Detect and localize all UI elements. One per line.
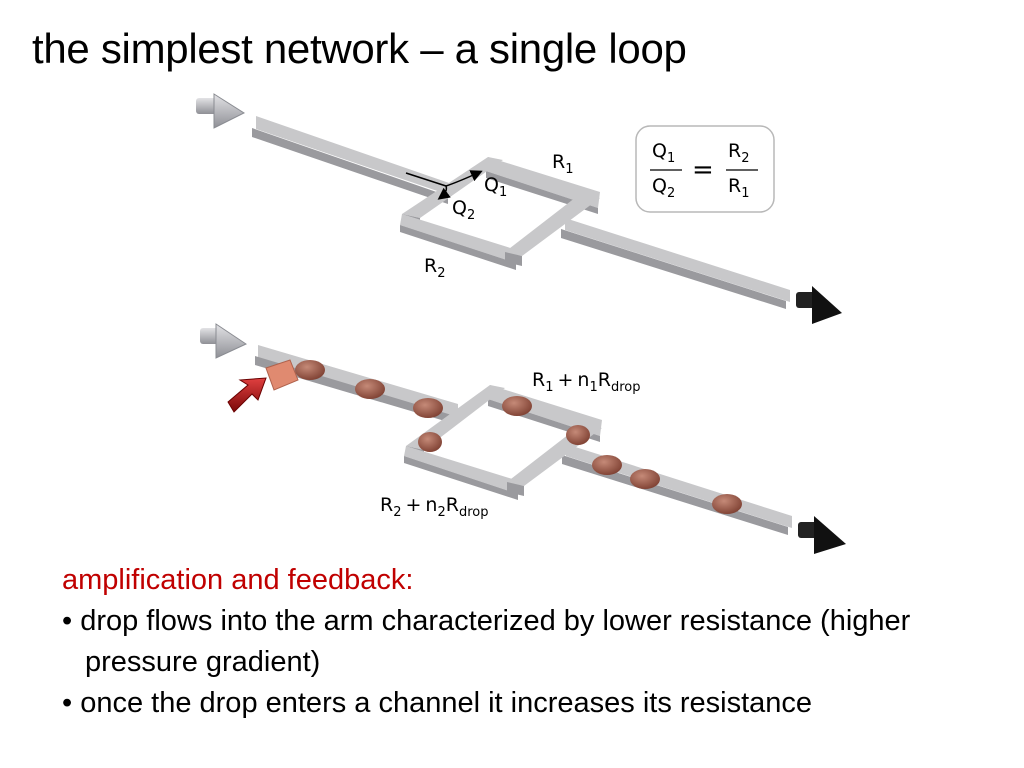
notes-bullet-2: • once the drop enters a channel it incr… bbox=[62, 687, 813, 719]
eq-numerator-r2: R2 bbox=[728, 140, 749, 166]
label-r1-plus-n1-rdrop: R1+n1Rdrop bbox=[532, 369, 640, 395]
drop bbox=[592, 455, 622, 475]
drop bbox=[295, 360, 325, 380]
drop-injector bbox=[227, 359, 299, 413]
inlet-arrow-top bbox=[196, 93, 246, 129]
flow-split-arrows bbox=[405, 170, 483, 200]
drop bbox=[418, 432, 442, 452]
eq-denominator-r1: R1 bbox=[728, 175, 749, 201]
eq-denominator-q2: Q2 bbox=[652, 175, 675, 201]
notes-heading: amplification and feedback: bbox=[62, 564, 414, 596]
outlet-arrow-bottom bbox=[798, 516, 846, 554]
drop bbox=[355, 379, 385, 399]
label-r1: R1 bbox=[552, 151, 573, 177]
inlet-arrow-bottom bbox=[200, 323, 248, 359]
flow-ratio-equation: Q1 Q2 = R2 R1 bbox=[635, 125, 775, 213]
slide-notes: amplification and feedback: • drop flows… bbox=[62, 560, 1024, 724]
eq-equals: = bbox=[692, 155, 714, 185]
outlet-arrow-top bbox=[796, 286, 842, 324]
top-network: Q1 Q2 R1 R2 Q1 Q2 = R2 R1 bbox=[196, 93, 842, 324]
label-q1: Q1 bbox=[484, 174, 507, 200]
label-r2-plus-n2-rdrop: R2+n2Rdrop bbox=[380, 494, 488, 520]
droplets bbox=[295, 360, 742, 514]
slide-title: the simplest network – a single loop bbox=[32, 25, 687, 72]
eq-numerator-q1: Q1 bbox=[652, 140, 675, 166]
drop bbox=[566, 425, 590, 445]
drop bbox=[630, 469, 660, 489]
label-r2: R2 bbox=[424, 255, 445, 281]
label-q2: Q2 bbox=[452, 197, 475, 223]
notes-bullet-1: • drop flows into the arm characterized … bbox=[62, 605, 911, 678]
drop bbox=[712, 494, 742, 514]
main-channel-bottom bbox=[255, 345, 792, 535]
drop bbox=[413, 398, 443, 418]
bottom-network: R1+n1Rdrop R2+n2Rdrop bbox=[200, 323, 846, 554]
drop bbox=[502, 396, 532, 416]
main-channel-top bbox=[252, 116, 790, 309]
